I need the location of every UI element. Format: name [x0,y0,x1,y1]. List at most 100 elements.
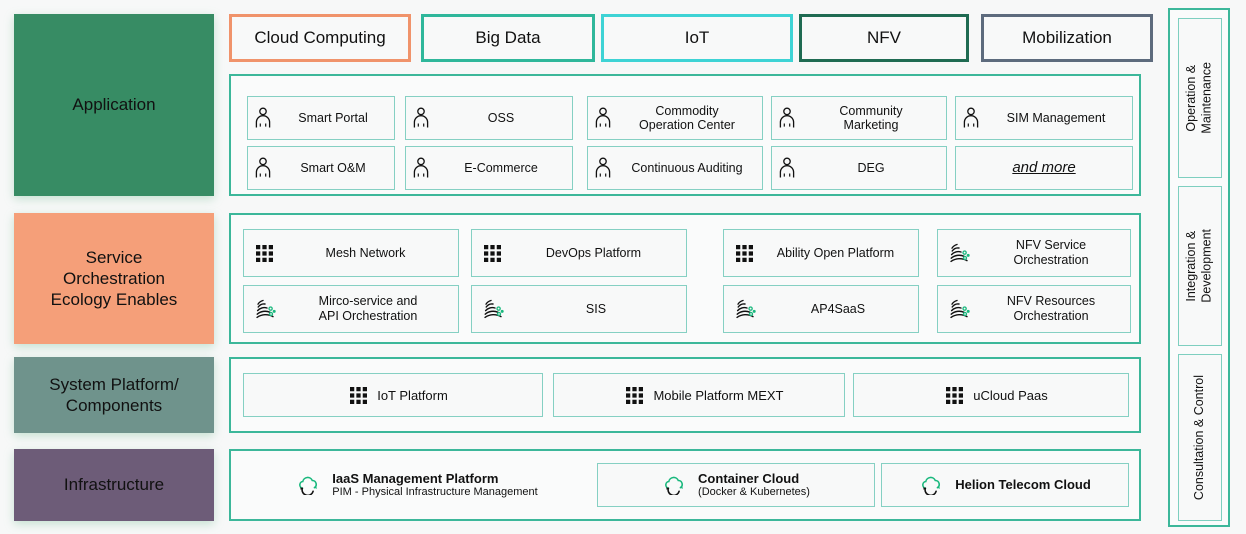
person-icon [778,107,796,129]
person-icon [412,157,430,179]
orchestration-icon [734,299,758,319]
infra-tile-title: IaaS Management Platform [332,470,499,486]
grid-dots-icon [484,244,501,262]
infra-tile-text: Container Cloud(Docker & Kubernetes) [698,471,810,500]
service-tile-label: DevOps Platform [545,245,642,260]
app-tile-sim-management[interactable]: SIM Management [955,96,1133,140]
infra-tile-helion-telecom-cloud[interactable]: Helion Telecom Cloud [881,463,1129,507]
person-icon [594,107,612,129]
orchestration-icon [948,243,972,263]
layer-system-text: System Platform/Components [49,374,179,415]
app-tile-label: OSS [487,110,515,125]
rail-item-operation-maintenance[interactable]: Operation &Maintenance [1178,18,1222,178]
app-tile-oss[interactable]: OSS [405,96,573,140]
system-tile-grid: IoT Platform Mobile Platform MEXT uCloud… [231,359,1139,431]
grid-dots-icon [626,386,644,404]
system-tile-label: Mobile Platform MEXT [653,387,784,403]
layer-label-system: System Platform/Components [14,357,214,433]
service-tile-sis[interactable]: SIS [471,285,687,333]
infra-tile-subtitle: (Docker & Kubernetes) [698,486,810,499]
orchestration-icon [254,299,278,319]
category-cloud-computing[interactable]: Cloud Computing [229,14,411,62]
system-tile-ucloud-paas[interactable]: uCloud Paas [853,373,1129,417]
app-tile-continuous-auditing[interactable]: Continuous Auditing [587,146,763,190]
person-icon [254,107,272,129]
category-label: Cloud Computing [254,28,386,47]
infra-tile-container-cloud[interactable]: Container Cloud(Docker & Kubernetes) [597,463,875,507]
cloud-sync-icon [296,475,322,497]
rail-item-label: Operation &Maintenance [1184,62,1214,134]
app-tile-label: Smart Portal [298,110,368,125]
service-tile-label: SIS [585,301,607,316]
service-tile-mesh-network[interactable]: Mesh Network [243,229,459,277]
person-icon [412,107,430,129]
cloud-sync-icon [662,475,688,497]
person-icon [962,107,980,129]
app-tile-label: Smart O&M [300,160,366,175]
service-tile-ap4saas[interactable]: AP4SaaS [723,285,919,333]
category-label: IoT [684,28,710,47]
person-icon [594,157,612,179]
app-tile-smart-portal[interactable]: Smart Portal [247,96,395,140]
system-tile-iot-platform[interactable]: IoT Platform [243,373,543,417]
layer-infrastructure-text: Infrastructure [63,475,165,495]
system-platform-panel: IoT Platform Mobile Platform MEXT uCloud… [229,357,1141,433]
category-label: NFV [867,28,901,47]
infra-tile-subtitle: PIM - Physical Infrastructure Management [332,486,538,499]
app-tile-label: E-Commerce [464,160,538,175]
layer-label-infrastructure: Infrastructure [14,449,214,521]
app-tile-label: Continuous Auditing [631,160,743,175]
rail-item-consultation-control[interactable]: Consultation & Control [1178,354,1222,521]
category-label: Mobilization [1022,28,1112,47]
grid-dots-icon [946,386,964,404]
cloud-sync-icon [919,475,945,497]
category-iot[interactable]: IoT [601,14,793,62]
service-tile-label: Mesh Network [325,245,406,260]
infra-tile-text: Helion Telecom Cloud [955,477,1091,493]
system-tile-mobile-platform-mext[interactable]: Mobile Platform MEXT [553,373,845,417]
service-tile-label: AP4SaaS [810,301,866,316]
category-label: Big Data [475,28,541,47]
app-tile-e-commerce[interactable]: E-Commerce [405,146,573,190]
category-nfv[interactable]: NFV [799,14,969,62]
rail-item-label: Integration &Development [1184,229,1214,303]
layer-label-application: Application [14,14,214,196]
category-big-data[interactable]: Big Data [421,14,595,62]
service-tile-devops-platform[interactable]: DevOps Platform [471,229,687,277]
infra-tile-title: Helion Telecom Cloud [955,477,1091,493]
service-tile-grid: Mesh Network DevOps Platform Ability Ope… [231,215,1139,342]
orchestration-icon [948,299,972,319]
app-tile-deg[interactable]: DEG [771,146,947,190]
right-rail: Operation &Maintenance Integration &Deve… [1168,8,1230,527]
rail-item-integration-development[interactable]: Integration &Development [1178,186,1222,346]
system-tile-label: uCloud Paas [973,387,1048,403]
category-mobilization[interactable]: Mobilization [981,14,1153,62]
layer-application-text: Application [72,95,156,115]
app-tile-label: SIM Management [1006,110,1106,125]
service-tile-ability-open-platform[interactable]: Ability Open Platform [723,229,919,277]
grid-dots-icon [736,244,753,262]
grid-dots-icon [350,386,368,404]
system-tile-label: IoT Platform [377,387,448,403]
app-tile-and-more[interactable]: and more [955,146,1133,190]
orchestration-icon [482,299,506,319]
app-tile-smart-o-m[interactable]: Smart O&M [247,146,395,190]
